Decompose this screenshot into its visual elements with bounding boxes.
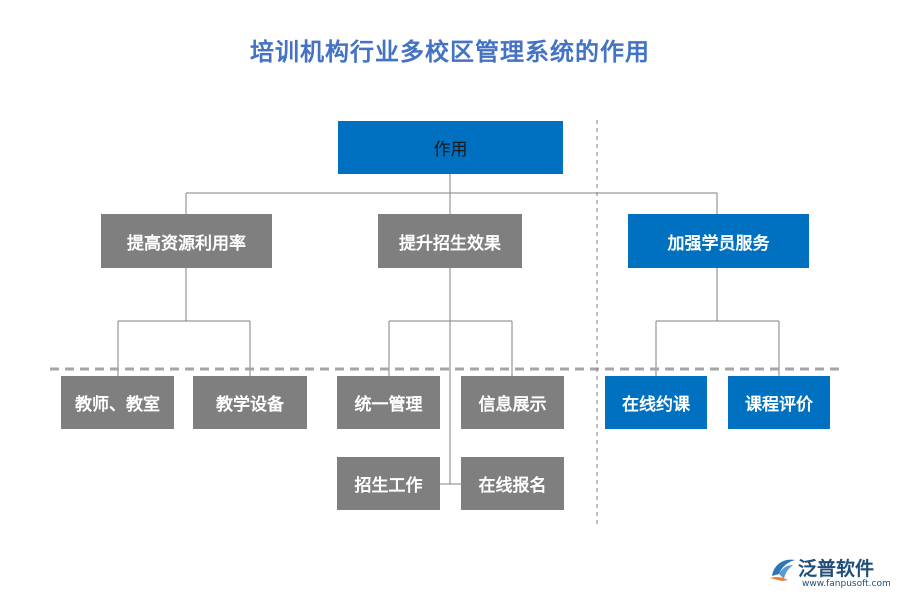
- leaf-label: 在线约课: [622, 395, 690, 415]
- root-label: 作用: [433, 140, 468, 160]
- leaf-label: 信息展示: [478, 395, 547, 415]
- category-node-student-service: 加强学员服务: [628, 214, 809, 268]
- category-label: 提升招生效果: [399, 233, 501, 254]
- leaf-node: 统一管理: [337, 376, 440, 429]
- brand-logo: 泛普软件 www.fanpusoft.com: [768, 552, 894, 594]
- leaf-node: 招生工作: [337, 457, 440, 510]
- leaf-label: 课程评价: [745, 395, 813, 415]
- brand-url: www.fanpusoft.com: [802, 579, 891, 589]
- leaf-label: 在线报名: [478, 476, 547, 496]
- category-node-resource: 提高资源利用率: [101, 214, 272, 268]
- leaf-node: 教师、教室: [61, 376, 174, 429]
- brand-logo-icon: [770, 559, 795, 581]
- brand-name: 泛普软件: [798, 558, 875, 580]
- category-label: 加强学员服务: [667, 233, 770, 254]
- category-label: 提高资源利用率: [127, 233, 246, 254]
- leaf-node: 在线约课: [605, 376, 707, 429]
- root-node: 作用: [338, 121, 563, 174]
- page-title: 培训机构行业多校区管理系统的作用: [250, 38, 650, 66]
- leaf-node: 在线报名: [461, 457, 564, 510]
- leaf-label: 统一管理: [354, 395, 423, 415]
- leaf-label: 教学设备: [216, 395, 284, 415]
- leaf-label: 教师、教室: [75, 395, 160, 415]
- category-node-enrollment: 提升招生效果: [378, 214, 522, 268]
- leaf-label: 招生工作: [354, 476, 423, 496]
- leaf-node: 教学设备: [193, 376, 307, 429]
- leaf-node: 信息展示: [461, 376, 564, 429]
- leaf-node: 课程评价: [728, 376, 830, 429]
